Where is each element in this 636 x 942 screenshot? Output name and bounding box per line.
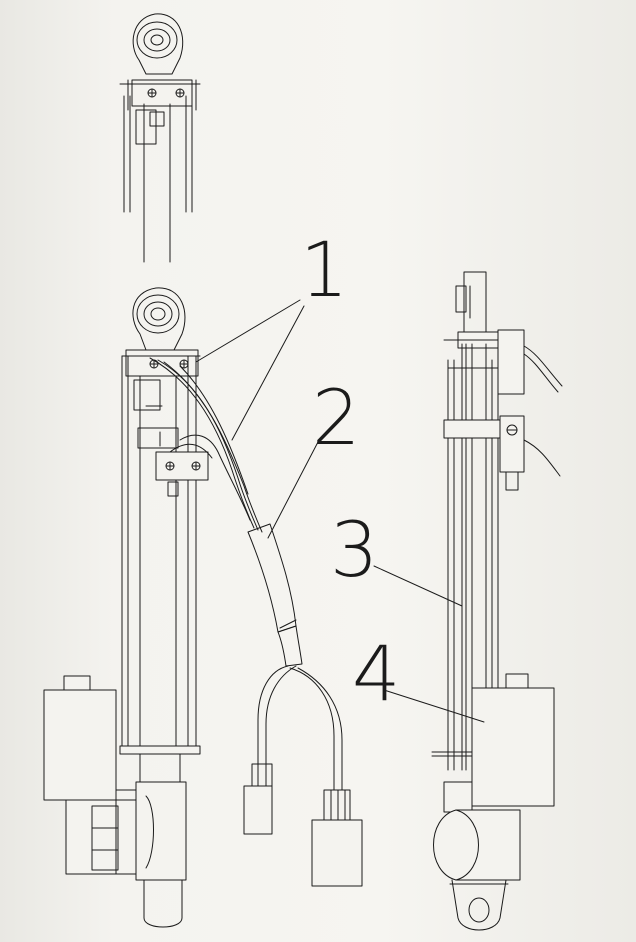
callout-label-4: 4	[352, 629, 400, 718]
top-rods	[123, 95, 193, 263]
side-top-bracket	[443, 329, 563, 395]
front-motor-housing	[43, 675, 137, 875]
front-eye-ring	[132, 287, 186, 351]
callout-label-3: 3	[330, 505, 378, 594]
cable-harness	[243, 523, 363, 887]
side-top-clevis	[455, 271, 487, 333]
top-eye-ring	[132, 13, 184, 75]
front-lower-cylinder	[135, 753, 187, 928]
top-detail-view	[119, 13, 201, 263]
front-mid-bracket	[137, 427, 209, 497]
side-mid-clamp	[443, 415, 561, 491]
side-motor-housing	[431, 673, 555, 813]
top-bracket	[119, 79, 201, 145]
connector-small	[243, 763, 273, 835]
cable-branches	[257, 665, 343, 791]
front-view-actuator	[43, 287, 263, 928]
front-cylinder-body	[119, 355, 201, 755]
side-view-actuator	[431, 271, 563, 931]
callout-label-1: 1	[300, 225, 348, 314]
front-wires	[149, 357, 263, 533]
callout-label-2: 2	[312, 373, 360, 462]
side-gear-housing	[433, 805, 541, 881]
connector-large	[311, 789, 363, 887]
cable-sleeve	[247, 523, 303, 667]
callout-leaders	[195, 299, 485, 723]
side-bottom-clevis	[449, 879, 509, 931]
